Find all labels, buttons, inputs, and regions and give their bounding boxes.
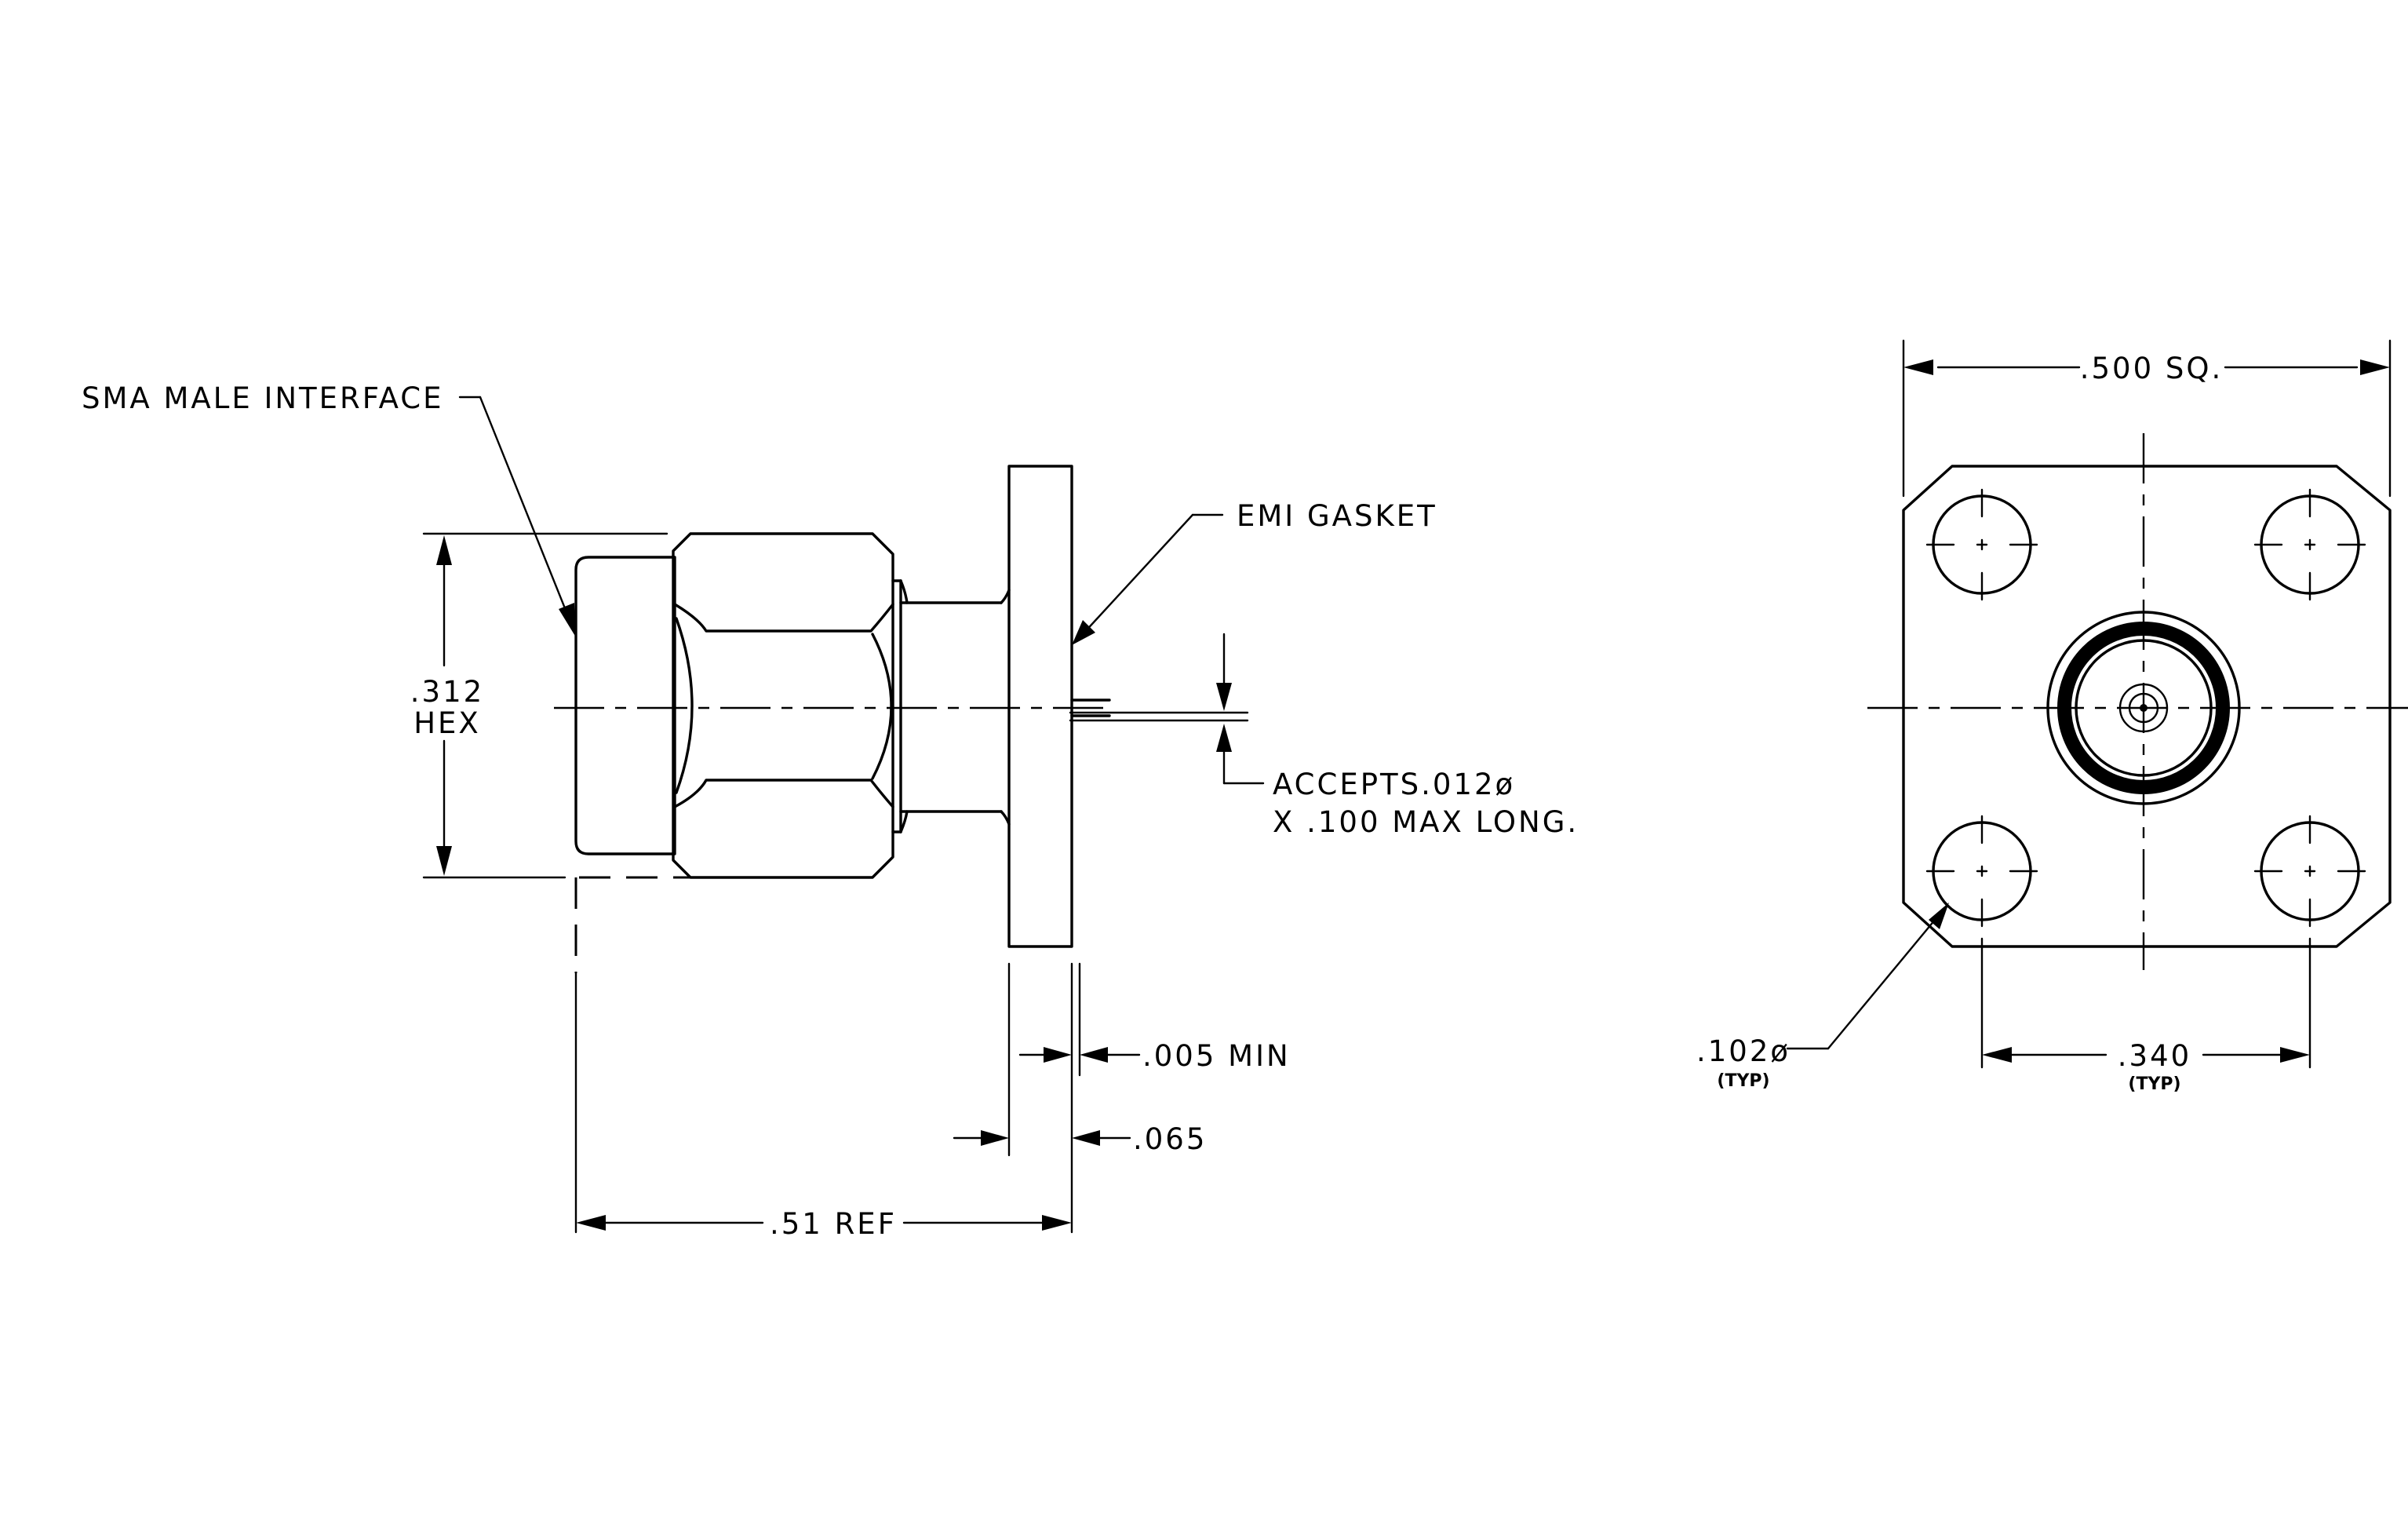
gasket-min-dimension: .005 MIN: [1018, 1039, 1291, 1073]
contact-pin: [1069, 684, 1249, 730]
hidden-lines: [422, 532, 690, 1234]
mounting-holes: [1925, 488, 2366, 928]
pin-note-line2: X .100 MAX LONG.: [1273, 805, 1579, 839]
mounting-hole: [1925, 815, 2038, 928]
hole-spacing-qualifier: (TYP): [2128, 1074, 2180, 1094]
hex-dimension: .312 HEX: [410, 535, 484, 876]
hex-dim-value: .312: [410, 675, 484, 709]
interface-note: SMA MALE INTERFACE: [82, 381, 444, 415]
hole-dia-dim: .102ø: [1696, 1034, 1791, 1068]
mounting-hole: [2253, 815, 2366, 928]
flange-thickness-dimension: .065: [953, 1122, 1207, 1156]
hole-spacing-dimension: .340 (TYP): [1980, 937, 2311, 1094]
mounting-hole: [1925, 488, 2038, 601]
coupling-nut-front: [574, 556, 676, 855]
overall-length-dimension: .51 REF: [576, 1207, 1072, 1241]
flange: [1007, 465, 1073, 948]
hex-dim-unit: HEX: [413, 706, 481, 740]
flange-size-dimension: .500 SQ.: [1902, 339, 2392, 498]
side-view: .312 HEX SMA MALE INTERFACE EMI GASKET A…: [82, 381, 1579, 1241]
flange-thickness-dim: .065: [1133, 1122, 1207, 1156]
overall-length-dim: .51 REF: [770, 1207, 897, 1241]
mounting-hole: [2253, 488, 2366, 601]
gasket-leader: EMI GASKET: [1072, 499, 1437, 645]
hex-nut: [672, 532, 902, 879]
pin-note-line1: ACCEPTS.012ø: [1273, 768, 1515, 801]
gasket-min-dim: .005 MIN: [1142, 1039, 1291, 1073]
connector-face: [2046, 611, 2241, 805]
interface-leader: SMA MALE INTERFACE: [82, 381, 576, 637]
pin-note-leader: ACCEPTS.012ø X .100 MAX LONG.: [1216, 633, 1579, 839]
end-view: .500 SQ. .102ø (TYP) .340 (TYP): [1696, 339, 2408, 1094]
flange-extension-lines: [1007, 962, 1081, 1234]
gasket-note: EMI GASKET: [1237, 499, 1437, 533]
hole-dia-qualifier: (TYP): [1717, 1071, 1769, 1091]
square-flange: [1902, 465, 2392, 948]
hole-dia-leader: .102ø (TYP): [1696, 903, 1949, 1091]
hole-spacing-dim: .340: [2118, 1039, 2191, 1073]
body-neck: [899, 579, 1011, 833]
flange-size-dim: .500 SQ.: [2080, 352, 2224, 385]
